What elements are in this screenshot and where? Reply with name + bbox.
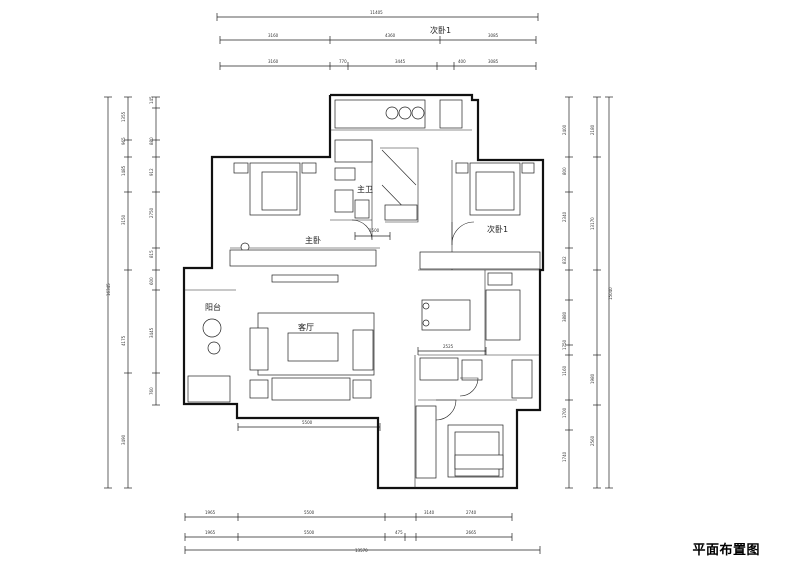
dim-right2-4: 1980 <box>590 373 595 384</box>
dim-interior-1500: 1500 <box>369 228 380 233</box>
dim-right1-7: 1160 <box>562 365 567 376</box>
dim-right1-6: 1750 <box>562 339 567 350</box>
drawing-title: 平面布置图 <box>692 543 760 558</box>
dim-left2-1: 145 <box>149 96 154 104</box>
room-label-living-room: 客厅 <box>298 322 314 332</box>
dim-right1-4: 832 <box>562 256 567 264</box>
dim-right1-8: 1700 <box>562 407 567 418</box>
dim-left2-4: 2750 <box>149 207 154 218</box>
dim-bottom2-1: 1965 <box>205 530 216 535</box>
dim-left2-3: 912 <box>149 168 154 176</box>
dim-right1-9: 1740 <box>562 451 567 462</box>
dim-left1-2: 965 <box>121 137 126 145</box>
dim-left2-2: 880 <box>149 137 154 145</box>
dim-bottom2-2: 5500 <box>304 530 315 535</box>
dim-left2-8: 760 <box>149 387 154 395</box>
dim-left1-5: 4175 <box>121 335 126 346</box>
dim-top-row1-2: 4360 <box>385 33 396 38</box>
dim-top-row2-2: 770 <box>339 59 347 64</box>
dim-bottom1-1: 1965 <box>205 510 216 515</box>
dim-right1-5: 3880 <box>562 311 567 322</box>
dim-right1-2: 800 <box>562 167 567 175</box>
dim-top-row2-1: 3160 <box>268 59 279 64</box>
room-label-bedroom2-top: 次卧1 <box>430 25 451 35</box>
dim-right2-3: 15040 <box>608 287 613 300</box>
dim-bottom1-3: 3140 <box>424 510 435 515</box>
dim-right1-1: 2400 <box>562 124 567 135</box>
dim-right1-3: 2340 <box>562 211 567 222</box>
room-label-master-bath: 主卫 <box>357 184 373 194</box>
dim-right2-1: 2180 <box>590 124 595 135</box>
dim-bottom2-3: 475 <box>395 530 403 535</box>
room-label-bedroom2: 次卧1 <box>487 224 508 234</box>
door-swings <box>351 219 479 421</box>
dim-top-row1-3: 3085 <box>488 33 499 38</box>
dim-top-row2-4: 400 <box>458 59 466 64</box>
dim-bottom1-4: 2740 <box>466 510 477 515</box>
dim-left2-7: 3445 <box>149 327 154 338</box>
dim-top-row1-1: 3160 <box>268 33 279 38</box>
dim-left-total: 16345 <box>106 283 111 296</box>
dim-left1-3: 1485 <box>121 165 126 176</box>
room-labels: 次卧1 主卫 主卧 次卧1 阳台 客厅 <box>205 25 508 332</box>
dim-bottom-total: 13570 <box>355 548 368 553</box>
dim-interior-2525: 2525 <box>443 344 454 349</box>
dim-top-total: 11405 <box>370 10 383 15</box>
dim-bottom2-4: 2665 <box>466 530 477 535</box>
dim-left1-4: 3150 <box>121 214 126 225</box>
dimension-lines <box>104 13 613 554</box>
furniture <box>187 99 541 479</box>
dim-bottom1-2: 5500 <box>304 510 315 515</box>
dim-left1-1: 1355 <box>121 111 126 122</box>
dim-left1-6: 3490 <box>121 434 126 445</box>
room-label-master-bedroom: 主卧 <box>305 235 321 245</box>
dim-left2-5: 815 <box>149 250 154 258</box>
dim-left2-6: 600 <box>149 277 154 285</box>
dim-right2-2: 13170 <box>590 217 595 230</box>
dim-top-row2-5: 3085 <box>488 59 499 64</box>
dim-top-row2-3: 3445 <box>395 59 406 64</box>
dimension-text: 11405 3160 4360 3085 3160 770 3445 400 3… <box>106 10 613 553</box>
room-label-balcony: 阳台 <box>205 302 221 312</box>
dim-interior-5500: 5500 <box>302 420 313 425</box>
dim-right2-5: 2560 <box>590 435 595 446</box>
